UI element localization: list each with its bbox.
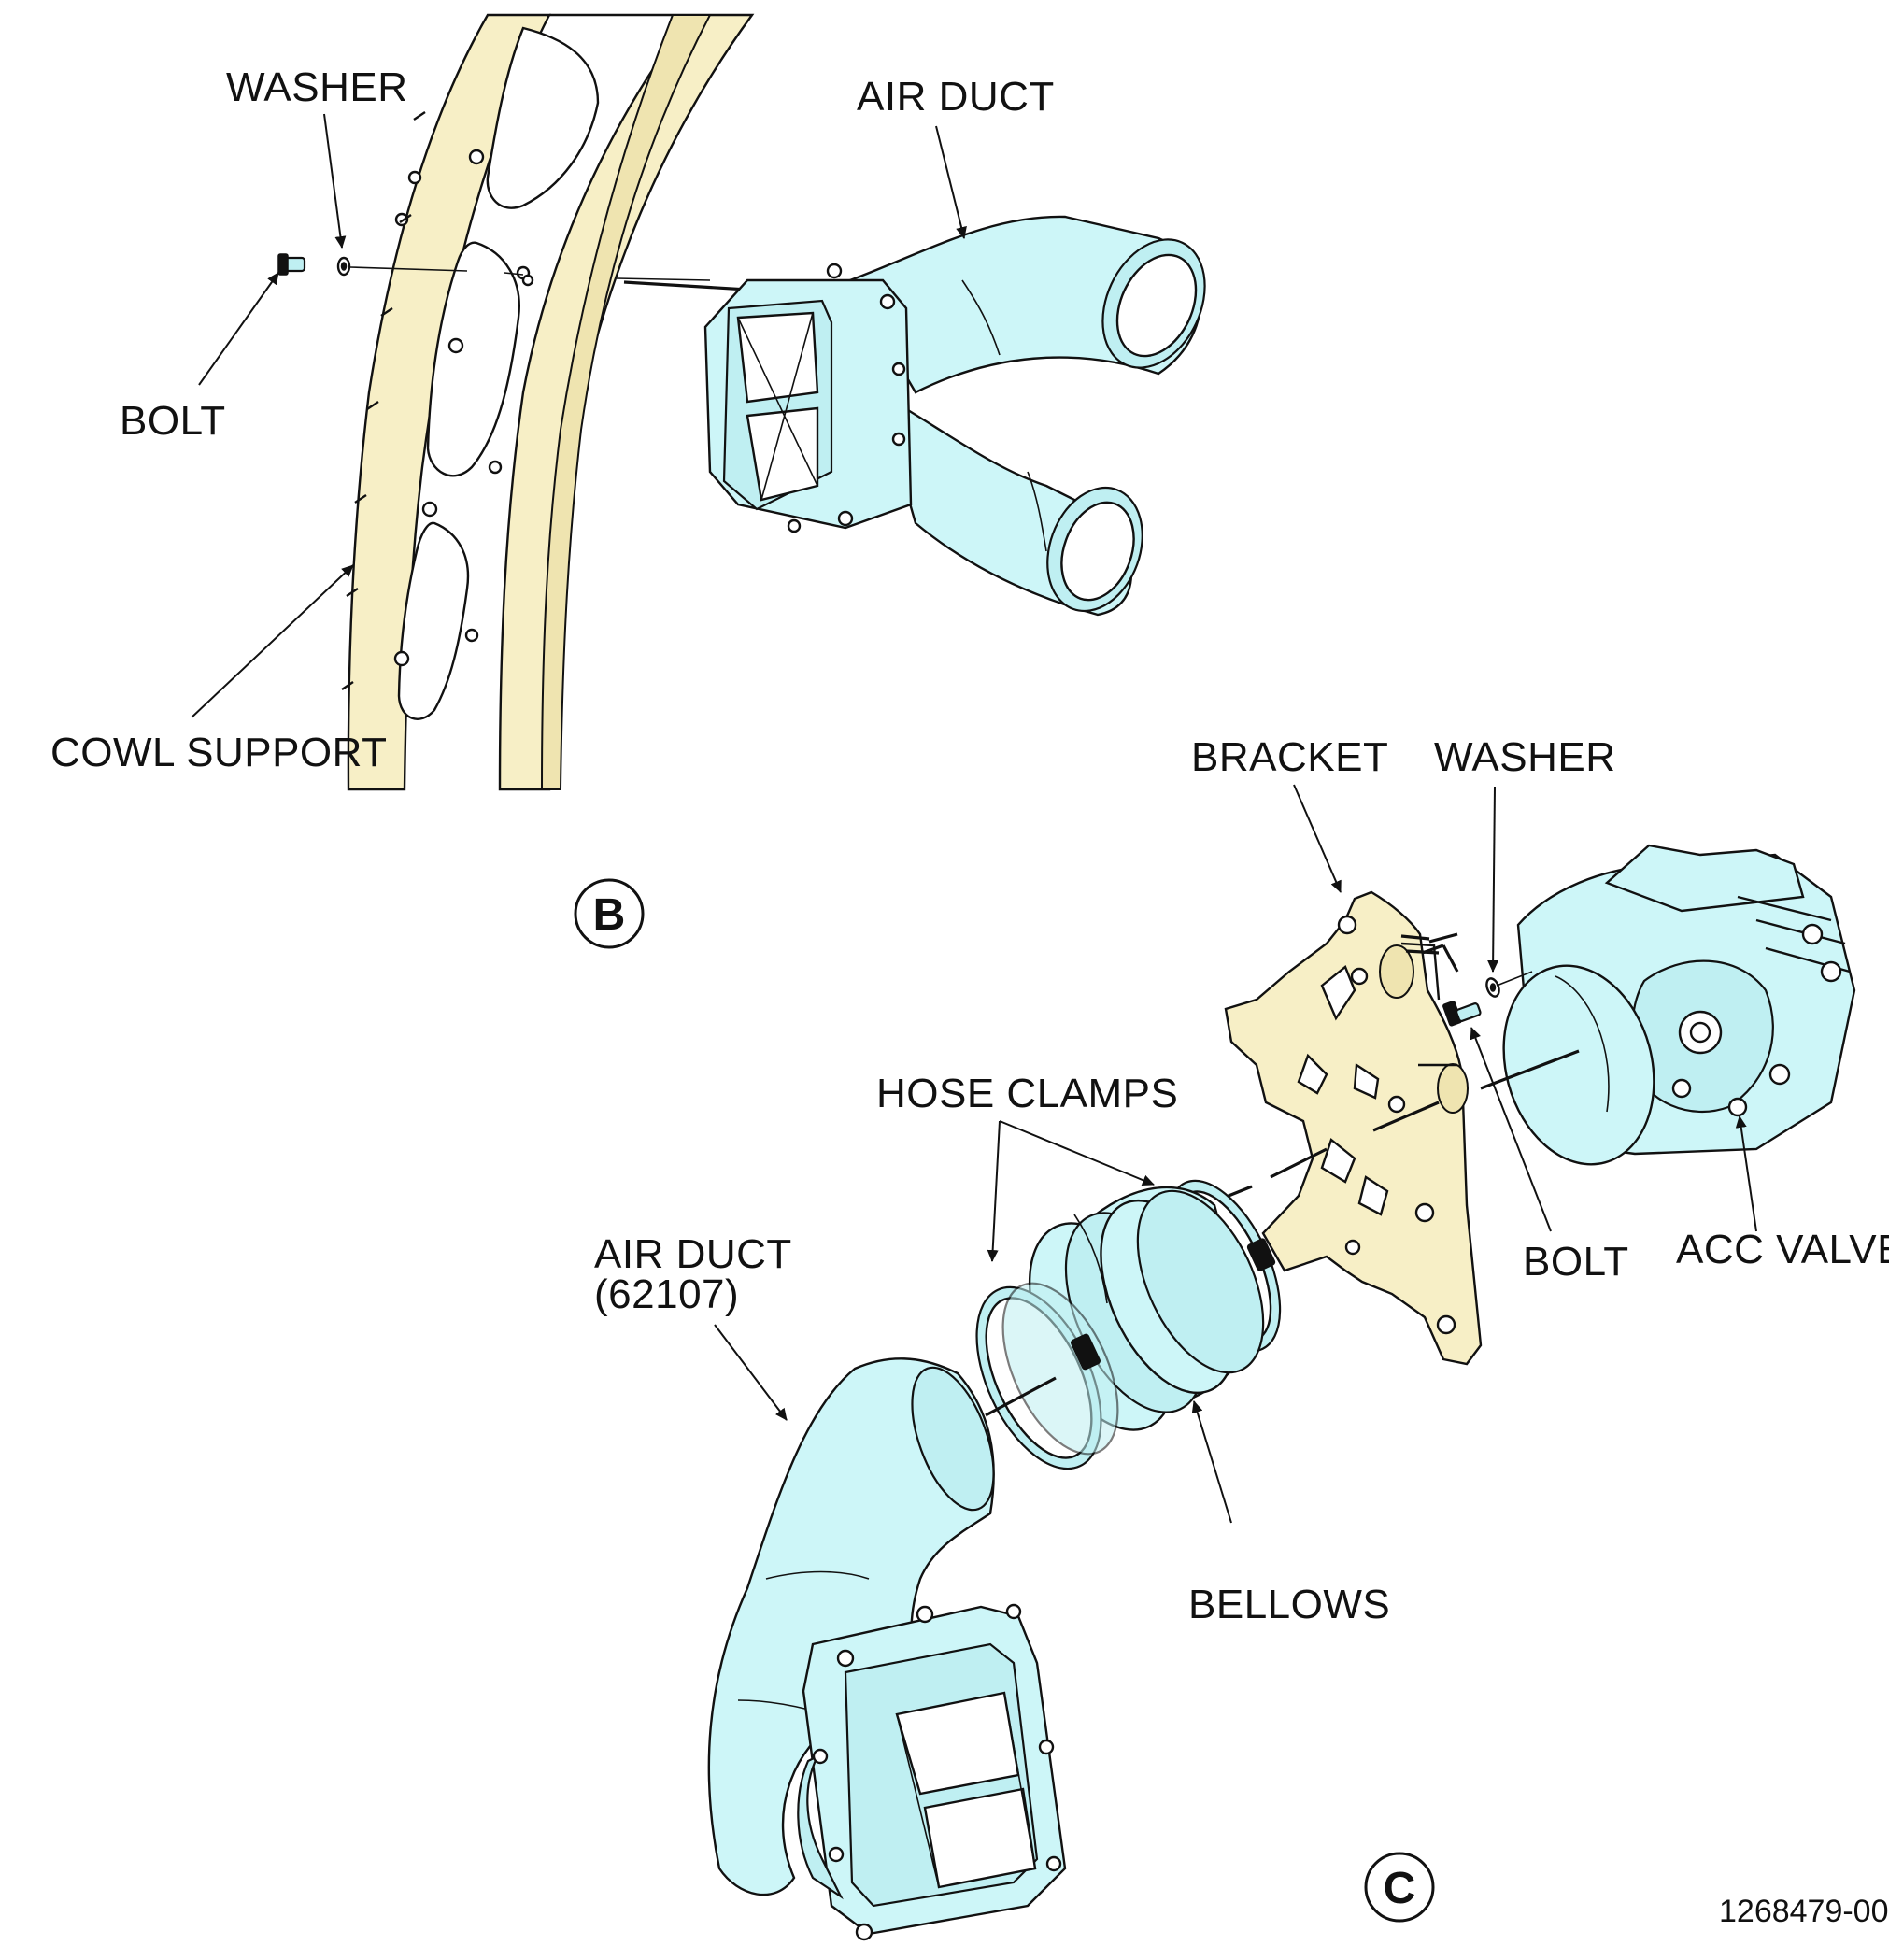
view-b-washer-part xyxy=(336,256,351,277)
view-c-washer-label: WASHER xyxy=(1434,734,1616,780)
view-b-bolt-part xyxy=(277,253,306,276)
view-b-air-duct-part xyxy=(703,215,1206,617)
cowl-support-part xyxy=(341,13,755,791)
view-c-letter: C xyxy=(1384,1864,1416,1913)
figure-number: 1268479-00 xyxy=(1719,1894,1889,1929)
view-c-hose-clamps-label: HOSE CLAMPS xyxy=(876,1071,1178,1116)
view-c-bolt-label: BOLT xyxy=(1523,1239,1629,1285)
view-c-acc-valve-label: ACC VALVE xyxy=(1676,1227,1889,1272)
view-b-cowl-support-leader xyxy=(191,564,354,718)
view-c-air-duct-label-line2: (62107) xyxy=(594,1271,739,1317)
view-b-identifier: B xyxy=(574,878,645,949)
view-b-washer-leader xyxy=(323,113,347,249)
view-c-air-duct-label-line1: AIR DUCT xyxy=(594,1231,792,1277)
view-c-bolt-leader xyxy=(1470,1027,1552,1232)
view-c-bellows-leader xyxy=(1191,1400,1232,1524)
hose-clamp-left-part xyxy=(975,1282,1119,1470)
view-b-bolt-label: BOLT xyxy=(120,398,226,444)
view-c-bellows-label: BELLOWS xyxy=(1188,1582,1390,1627)
view-b-air-duct-leader xyxy=(935,125,967,239)
view-c-air-duct-part xyxy=(707,1357,1067,1941)
bracket-part xyxy=(1224,890,1483,1366)
view-c-identifier: C xyxy=(1364,1852,1435,1923)
view-c-hose-clamps-leader-right xyxy=(999,1120,1155,1186)
cowl-support-holes xyxy=(393,149,534,667)
view-c-bolt-part xyxy=(1442,1001,1482,1027)
view-c-group: BRACKET WASHER HOSE CLAMPS AIR DUCT (621… xyxy=(594,734,1889,1941)
view-c-acc-valve-leader xyxy=(1735,1115,1757,1232)
view-c-washer-part xyxy=(1485,977,1500,998)
view-b-letter: B xyxy=(593,890,626,940)
view-c-bracket-label: BRACKET xyxy=(1191,734,1388,780)
view-c-air-duct-leader xyxy=(714,1324,788,1421)
view-b-cowl-support-label: COWL SUPPORT xyxy=(50,730,388,775)
view-b-air-duct-label: AIR DUCT xyxy=(857,74,1055,120)
view-b-washer-label: WASHER xyxy=(226,64,408,110)
view-c-hose-clamps-leader-left xyxy=(987,1120,1001,1262)
acc-valve-part xyxy=(1502,844,1856,1166)
view-c-bracket-leader xyxy=(1293,784,1342,893)
view-c-washer-leader xyxy=(1487,786,1499,973)
view-b-group: WASHER AIR DUCT BOLT COWL SUPPORT B xyxy=(50,13,1206,949)
view-b-bolt-leader xyxy=(198,272,279,386)
